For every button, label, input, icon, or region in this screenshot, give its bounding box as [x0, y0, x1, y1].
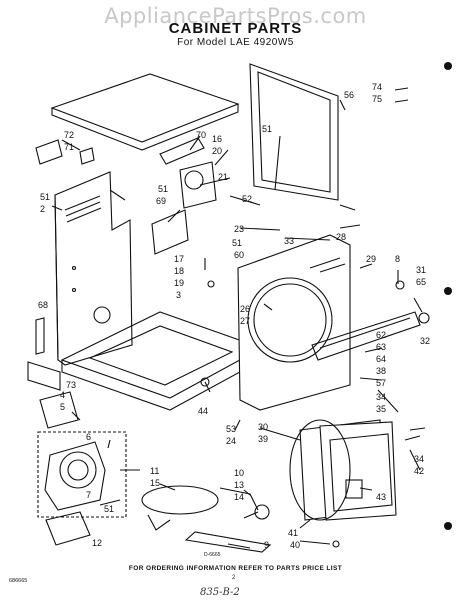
callout-72: 72	[64, 130, 74, 140]
callout-12: 12	[92, 538, 102, 548]
callout-65: 65	[416, 277, 426, 287]
callout-4: 4	[60, 390, 65, 400]
callout-71: 71	[64, 142, 74, 152]
callout-18: 18	[174, 266, 184, 276]
callout-9: 9	[264, 540, 269, 550]
callout-14: 14	[234, 492, 244, 502]
callout-74: 74	[372, 82, 382, 92]
binder-hole-top	[444, 62, 452, 70]
callout-34: 34	[414, 454, 424, 464]
callout-60: 60	[234, 250, 244, 260]
page-number: 2	[232, 575, 236, 581]
callout-28: 28	[336, 232, 346, 242]
ordering-note: FOR ORDERING INFORMATION REFER TO PARTS …	[128, 565, 343, 572]
callout-51: 51	[262, 124, 272, 134]
callout-75: 75	[372, 94, 382, 104]
callout-24: 24	[226, 436, 236, 446]
binder-hole-bottom	[444, 522, 452, 530]
callout-39: 39	[258, 434, 268, 444]
callout-33: 33	[284, 236, 294, 246]
callout-20: 20	[212, 146, 222, 156]
callout-35: 35	[376, 404, 386, 414]
callout-44: 44	[198, 406, 208, 416]
callout-42: 42	[414, 466, 424, 476]
callout-30: 30	[258, 422, 268, 432]
base-frame	[60, 311, 264, 399]
callout-43: 43	[376, 492, 386, 502]
callout-31: 31	[416, 265, 426, 275]
callout-23: 23	[234, 224, 244, 234]
drive-belt	[141, 485, 219, 515]
callout-27: 27	[240, 316, 250, 326]
left-side-panel	[54, 171, 133, 366]
callout-21: 21	[218, 172, 228, 182]
callout-51: 51	[104, 504, 114, 514]
handwritten-note: 835-B-2	[200, 587, 240, 598]
toe-panel	[311, 311, 421, 361]
callout-19: 19	[174, 278, 184, 288]
callout-32: 32	[420, 336, 430, 346]
callout-69: 69	[156, 196, 166, 206]
model-subtitle: For Model LAE 4920W5	[177, 37, 294, 48]
callout-11: 11	[150, 466, 159, 476]
drawing-code: D-6665	[204, 552, 221, 558]
callout-7: 7	[86, 490, 91, 500]
callout-34: 34	[376, 392, 386, 402]
callout-17: 17	[174, 254, 184, 264]
callout-63: 63	[376, 342, 386, 352]
callout-13: 13	[234, 480, 244, 490]
callout-2: 2	[40, 204, 45, 214]
callout-68: 68	[38, 300, 48, 310]
callout-51: 51	[158, 184, 168, 194]
callout-57: 57	[376, 378, 386, 388]
callout-10: 10	[234, 468, 244, 478]
callout-64: 64	[376, 354, 386, 364]
callout-15: 15	[150, 478, 160, 488]
callout-16: 16	[212, 134, 222, 144]
callout-6: 6	[86, 432, 91, 442]
callout-40: 40	[290, 540, 300, 550]
callout-5: 5	[60, 402, 65, 412]
motor-assembly	[44, 441, 106, 511]
catalog-code: 686665	[9, 578, 28, 584]
page-title: CABINET PARTS	[168, 20, 303, 37]
callout-41: 41	[288, 528, 298, 538]
callout-70: 70	[196, 130, 206, 140]
callout-51: 51	[40, 192, 50, 202]
top-panel	[50, 73, 240, 143]
callout-62: 62	[376, 330, 386, 340]
callout-56: 56	[344, 90, 354, 100]
callout-73: 73	[66, 380, 76, 390]
callout-52: 52	[242, 194, 252, 204]
callout-53: 53	[226, 424, 236, 434]
callout-51: 51	[232, 238, 242, 248]
callout-38: 38	[376, 366, 386, 376]
binder-hole-middle	[444, 287, 452, 295]
callout-8: 8	[395, 254, 400, 264]
front-panel	[237, 234, 351, 411]
callout-3: 3	[176, 290, 181, 300]
callout-29: 29	[366, 254, 376, 264]
rear-panel	[249, 63, 339, 201]
callout-26: 26	[240, 304, 250, 314]
hinge-bracket	[35, 139, 63, 165]
watermark: AppliancePartsPros.com	[104, 4, 367, 28]
